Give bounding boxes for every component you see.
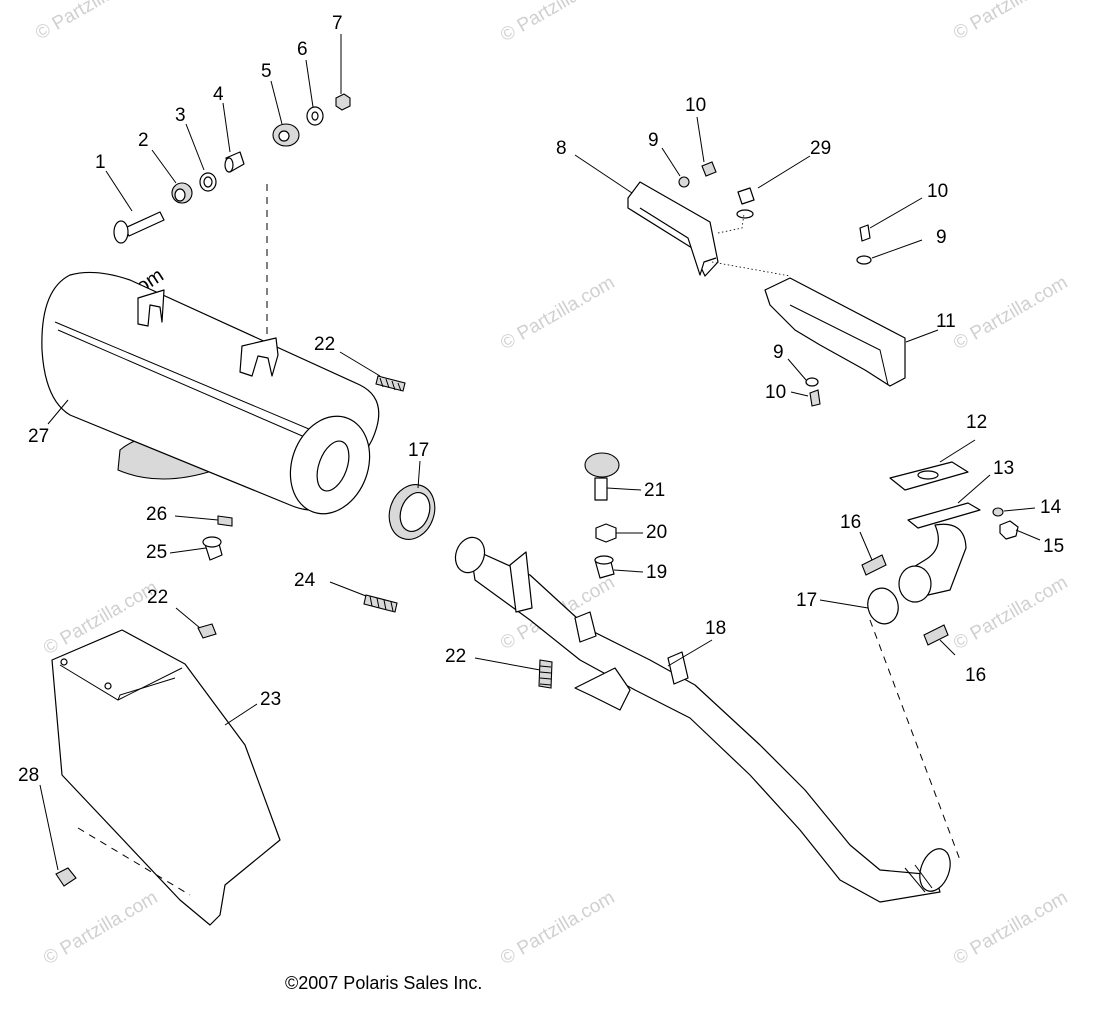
callout-26: 26 (146, 504, 167, 525)
watermark: © Partzilla.com (497, 272, 618, 354)
callout-23: 23 (260, 689, 281, 710)
callout-20: 20 (646, 522, 667, 543)
callout-12: 12 (966, 412, 987, 433)
callout-17b: 17 (796, 590, 817, 611)
part-bracket-icon (627, 181, 719, 277)
watermark: © Partzilla.com (497, 887, 618, 969)
part-nut-icon (335, 93, 351, 111)
part-washer-icon (199, 172, 217, 192)
watermark: © Partzilla.com (950, 272, 1071, 354)
callout-6: 6 (297, 39, 308, 60)
part-seal-icon (867, 587, 899, 625)
part-washer-icon (306, 106, 324, 126)
callout-15: 15 (1043, 536, 1064, 557)
part-grommet-icon (272, 123, 300, 147)
part-seal-icon (388, 484, 436, 540)
part-sleeve-icon (224, 151, 245, 173)
callout-25: 25 (146, 542, 167, 563)
callout-8: 8 (556, 138, 567, 159)
callout-2: 2 (138, 130, 149, 151)
part-bolt-icon (113, 211, 165, 244)
callout-7: 7 (332, 13, 343, 34)
callout-14: 14 (1040, 497, 1062, 518)
callout-10c: 10 (765, 382, 786, 403)
callout-numbers: 1 2 3 4 5 6 7 8 9 10 29 10 9 11 9 10 22 … (18, 13, 1064, 786)
leader-lines (39, 34, 1041, 871)
callout-24: 22 (147, 587, 168, 608)
part-spring-icon (538, 659, 553, 689)
watermark: © Partzilla.com (950, 0, 1071, 44)
callout-9c: 9 (773, 342, 784, 363)
callout-13: 13 (993, 458, 1014, 479)
part-hardware-icon (678, 161, 872, 407)
watermark: © Partzilla.com (950, 572, 1071, 654)
callout-1: 1 (95, 152, 106, 173)
callout-3: 3 (175, 105, 186, 126)
callout-16: 16 (840, 512, 861, 533)
guide-lines (77, 184, 961, 896)
part-nut-icon (595, 523, 617, 543)
part-stud-icon (202, 536, 223, 561)
callout-27: 27 (28, 426, 49, 447)
callout-10b: 10 (927, 181, 948, 202)
part-exhaust-pipe-icon (454, 536, 951, 903)
copyright-text: ©2007 Polaris Sales Inc. (285, 973, 482, 993)
part-spring-icon (363, 594, 398, 613)
callout-22b: 24 (294, 570, 316, 591)
part-bolt-icon (197, 623, 217, 639)
part-bracket-icon (764, 277, 906, 387)
watermark: © Partzilla.com (497, 0, 618, 46)
part-bumper-icon (584, 452, 620, 501)
part-bolt-icon (55, 867, 77, 887)
callout-5: 5 (261, 61, 272, 82)
callout-21: 21 (644, 480, 665, 501)
watermark: © Partzilla.com (32, 0, 153, 44)
part-grommet-icon (171, 182, 193, 204)
callout-29: 29 (810, 138, 831, 159)
part-nut-icon (594, 555, 615, 579)
watermark: © Partzilla.com (950, 887, 1071, 969)
watermark: © Partzilla.com (40, 887, 161, 969)
part-muffler-icon (41, 271, 380, 515)
callout-9: 9 (648, 130, 659, 151)
callout-16b: 16 (965, 665, 986, 686)
part-head-pipe-icon (898, 502, 981, 603)
callout-18: 18 (705, 618, 726, 639)
part-hardware-icon (992, 507, 1019, 540)
part-heat-shield-icon (51, 629, 281, 926)
callout-28: 28 (18, 765, 39, 786)
part-spring-icon (861, 554, 949, 646)
callout-17: 17 (408, 440, 429, 461)
callout-9b: 9 (936, 227, 947, 248)
callout-19: 19 (646, 562, 667, 583)
parts (41, 93, 1019, 926)
part-bolt-icon (217, 515, 233, 527)
callout-22c: 22 (445, 646, 466, 667)
callout-22: 22 (314, 334, 335, 355)
callout-10: 10 (685, 95, 706, 116)
part-gasket-icon (889, 461, 969, 491)
callout-11: 11 (936, 311, 956, 332)
part-spring-icon (375, 375, 406, 392)
callout-4: 4 (213, 84, 224, 105)
